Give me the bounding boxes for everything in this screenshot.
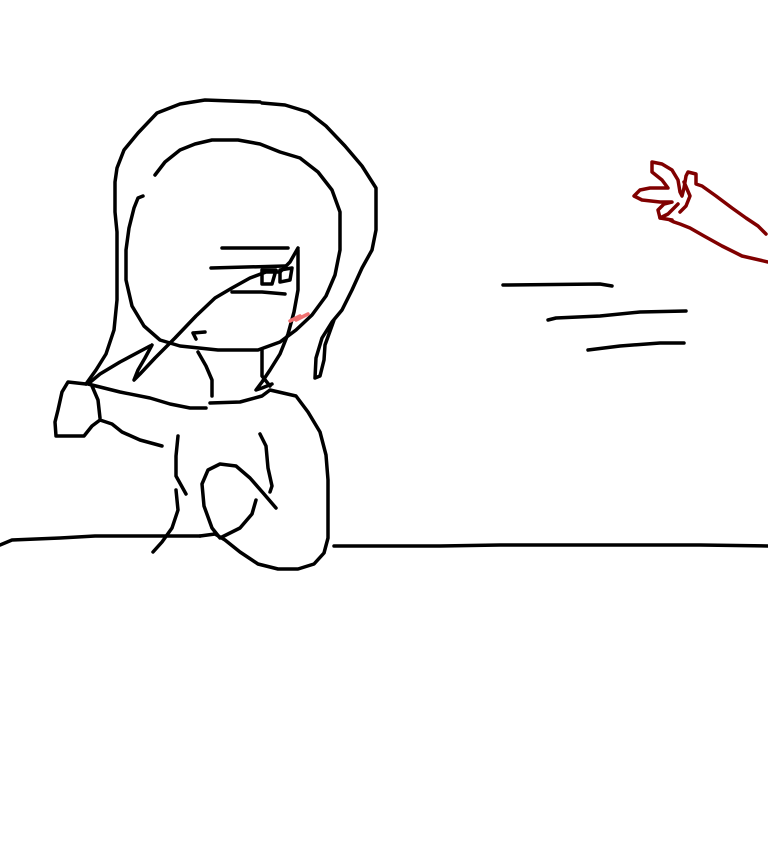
eye-underline <box>230 290 287 296</box>
hand-outline <box>632 160 768 264</box>
motion-line-1 <box>501 282 614 288</box>
torso-right <box>258 432 274 494</box>
body <box>198 388 330 571</box>
motion-line-2 <box>546 309 688 322</box>
fist-detail <box>90 384 102 420</box>
neck <box>196 348 272 398</box>
bangs-right <box>254 248 300 392</box>
torso-left <box>151 434 188 554</box>
fist <box>53 380 164 448</box>
face-outline <box>124 138 342 352</box>
mouth <box>191 330 207 341</box>
motion-line-3 <box>586 341 686 352</box>
arm <box>86 344 208 410</box>
table-right <box>332 543 768 548</box>
hair-outline-right <box>260 101 378 380</box>
hand-detail <box>658 180 692 222</box>
table-left <box>0 534 202 547</box>
hair-outline <box>84 98 262 386</box>
pointing-hand <box>632 160 768 264</box>
eye-line-2 <box>209 264 287 270</box>
eye <box>260 266 294 286</box>
character <box>0 98 768 571</box>
blush <box>288 312 310 323</box>
hand-on-table <box>200 462 278 540</box>
